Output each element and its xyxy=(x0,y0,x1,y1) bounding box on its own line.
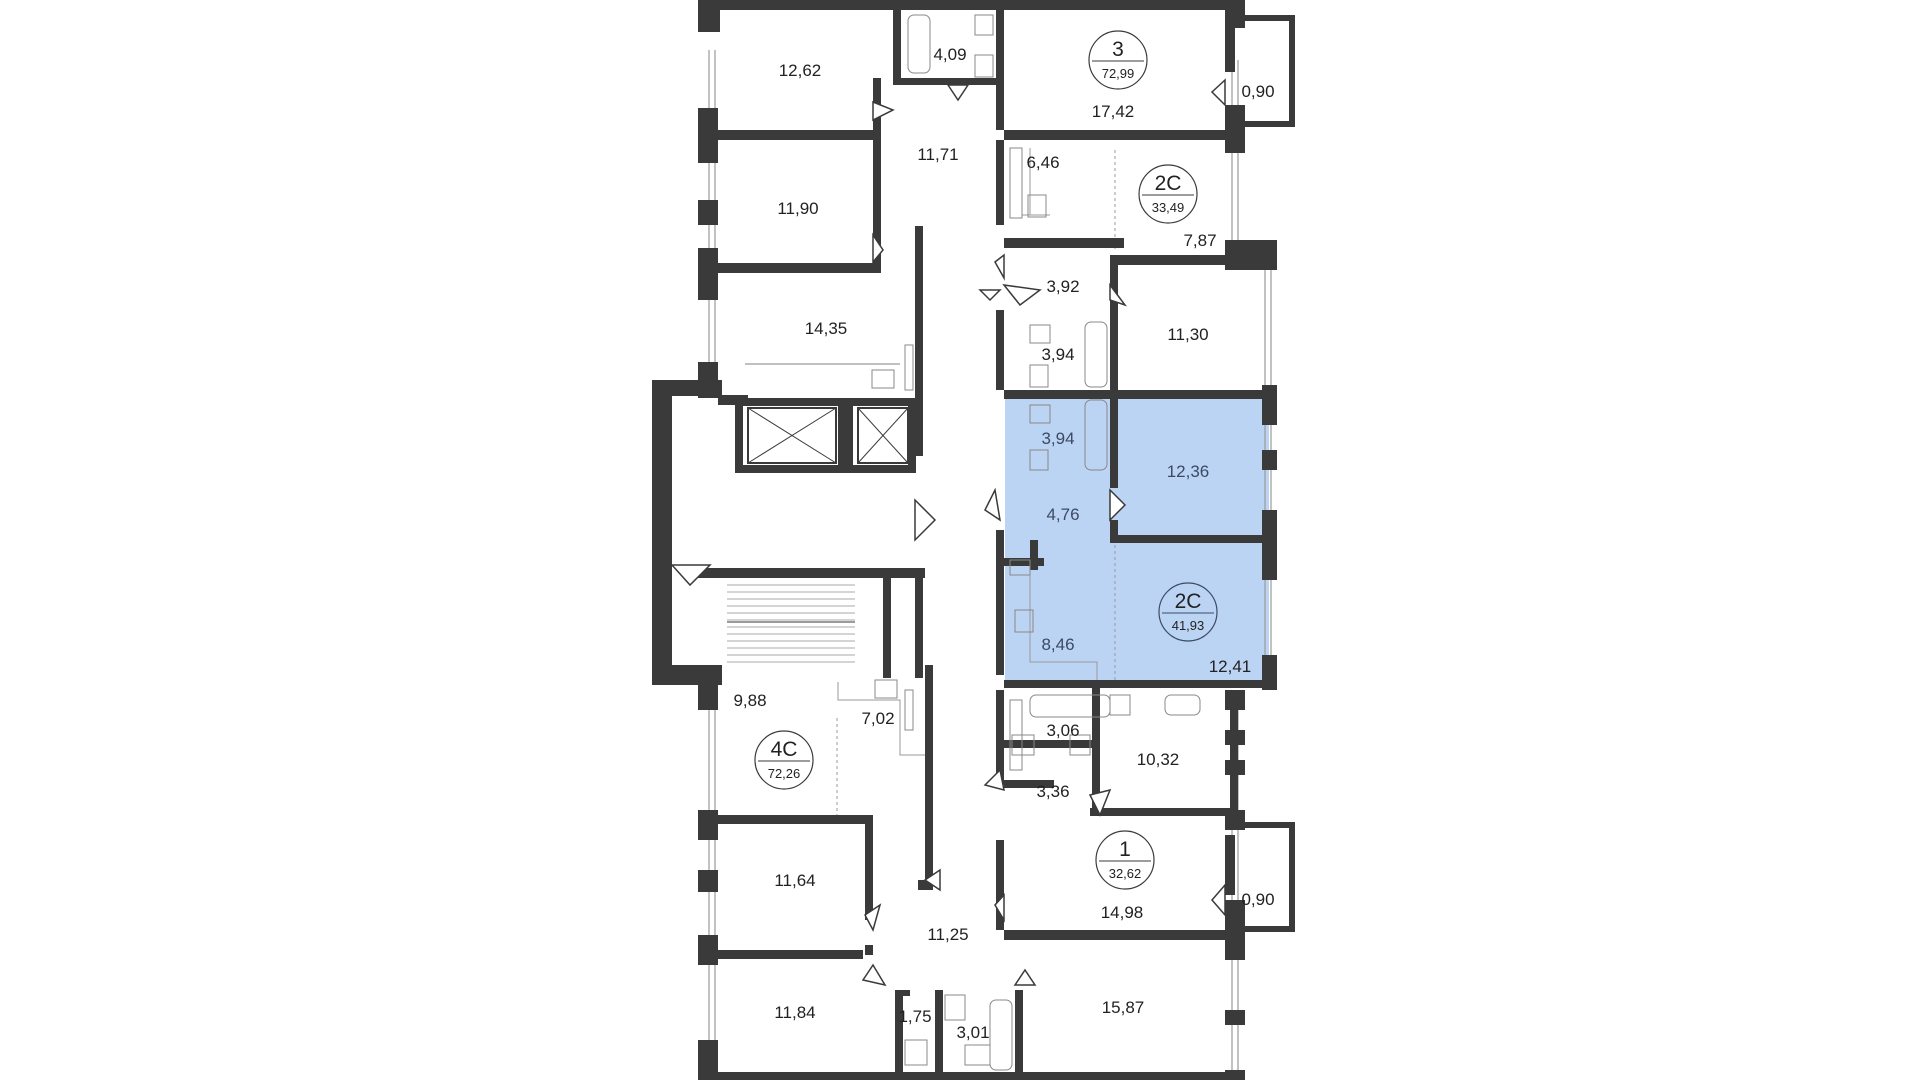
room-area: 9,88 xyxy=(733,691,766,710)
room-area: 11,84 xyxy=(774,1003,815,1022)
walls xyxy=(652,0,1295,1080)
unit-area: 33,49 xyxy=(1152,200,1185,215)
unit-number: 2С xyxy=(1155,172,1182,195)
room-area: 7,02 xyxy=(861,709,894,728)
room-area: 11,71 xyxy=(917,145,958,164)
room-area: 4,09 xyxy=(933,45,966,64)
room-area: 12,36 xyxy=(1167,462,1210,481)
bathroom-fixtures xyxy=(871,14,1201,1071)
doors xyxy=(670,78,1226,987)
room-area: 3,06 xyxy=(1046,721,1079,740)
room-area: 12,62 xyxy=(779,61,822,80)
unit-badge-4c[interactable]: 4С 72,26 xyxy=(754,730,814,790)
unit-badge-2c-selected[interactable]: 2С 41,93 xyxy=(1158,582,1218,642)
room-area: 8,46 xyxy=(1041,635,1074,654)
unit-area: 32,62 xyxy=(1109,866,1142,881)
room-area: 3,01 xyxy=(956,1023,989,1042)
room-area: 11,25 xyxy=(927,925,968,944)
unit-number: 4С xyxy=(771,738,798,761)
room-area: 14,98 xyxy=(1101,903,1144,922)
room-area: 15,87 xyxy=(1102,998,1145,1017)
room-area: 0,90 xyxy=(1241,82,1274,101)
staircase xyxy=(727,584,855,663)
unit-number: 2С xyxy=(1175,590,1202,613)
room-labels: 12,62 4,09 17,42 0,90 11,71 11,90 6,46 7… xyxy=(733,45,1274,1042)
room-area: 6,46 xyxy=(1026,153,1059,172)
room-area: 3,36 xyxy=(1036,782,1069,801)
room-area: 1,75 xyxy=(898,1007,931,1026)
room-area: 11,30 xyxy=(1167,325,1208,344)
room-area: 17,42 xyxy=(1092,102,1135,121)
unit-badge-2c-upper[interactable]: 2С 33,49 xyxy=(1138,164,1198,224)
room-area: 3,94 xyxy=(1041,345,1074,364)
interior-partitions xyxy=(836,148,1116,815)
room-area: 3,94 xyxy=(1041,429,1074,448)
room-area: 11,90 xyxy=(777,199,818,218)
room-area: 10,32 xyxy=(1137,750,1180,769)
unit-number: 3 xyxy=(1112,38,1124,61)
unit-number: 1 xyxy=(1119,838,1131,861)
room-area: 11,64 xyxy=(774,871,815,890)
room-area: 3,92 xyxy=(1046,277,1079,296)
unit-area: 72,26 xyxy=(768,766,801,781)
unit-area: 41,93 xyxy=(1172,618,1205,633)
room-area: 4,76 xyxy=(1046,505,1079,524)
room-area: 7,87 xyxy=(1183,231,1216,250)
unit-badge-3[interactable]: 3 72,99 xyxy=(1088,30,1148,90)
unit-badge-1[interactable]: 1 32,62 xyxy=(1095,830,1155,890)
room-area: 14,35 xyxy=(805,319,848,338)
room-area: 12,41 xyxy=(1209,657,1252,676)
room-area: 0,90 xyxy=(1241,890,1274,909)
unit-area: 72,99 xyxy=(1102,66,1135,81)
elevators xyxy=(747,407,909,464)
